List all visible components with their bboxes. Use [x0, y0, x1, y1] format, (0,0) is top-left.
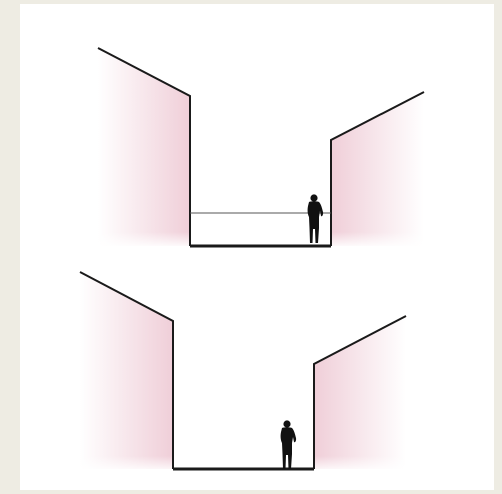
left-wall-outline [97, 47, 191, 246]
left-wall-outline [79, 271, 174, 469]
figure-canvas [20, 4, 494, 490]
person-silhouette-icon [307, 194, 324, 243]
section-diagram-top-svg [80, 47, 440, 248]
section-diagram-bottom-svg [60, 271, 420, 472]
fade-overlay [60, 408, 420, 472]
person-silhouette-icon [280, 420, 297, 469]
section-diagram-top [20, 4, 494, 254]
section-diagram-bottom [20, 258, 494, 490]
fade-overlay [80, 184, 440, 248]
right-wall-outline [330, 91, 425, 246]
right-wall-outline [313, 315, 407, 469]
